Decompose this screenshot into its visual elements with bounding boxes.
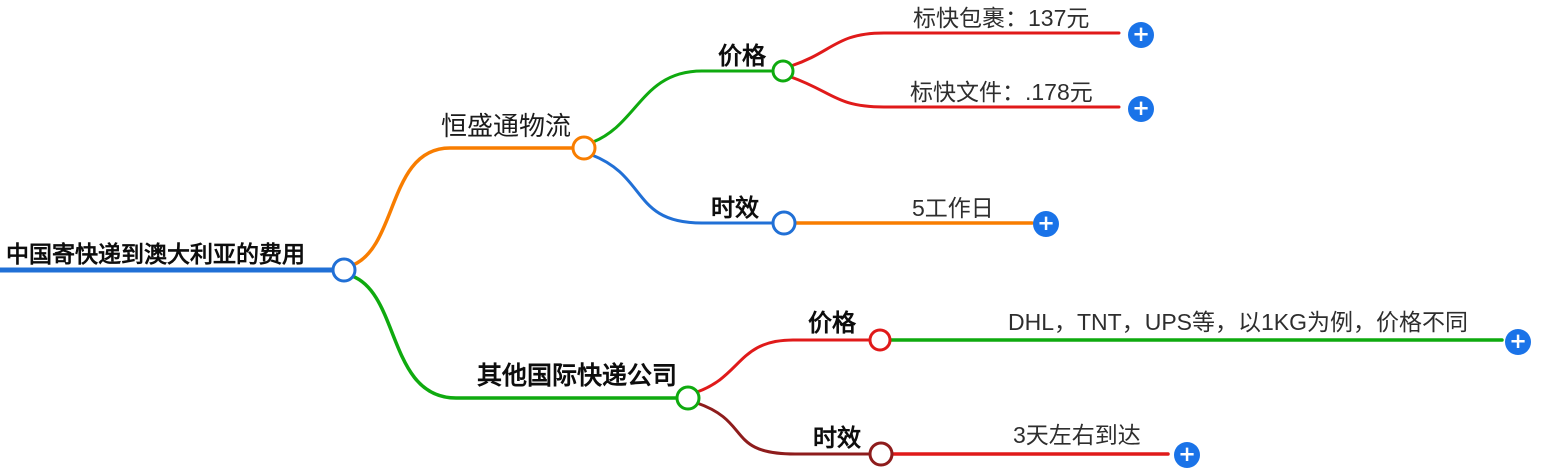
node-handle-root[interactable]	[331, 257, 357, 283]
node-label-3-days[interactable]: 3天左右到达	[1013, 422, 1141, 448]
add-child-button-3-days[interactable]: +	[1174, 442, 1200, 468]
node-label-branch2[interactable]: 其他国际快递公司	[477, 362, 678, 390]
node-handle-time1[interactable]	[771, 210, 797, 236]
node-label-branch1-price[interactable]: 价格	[718, 43, 766, 70]
node-handle-price2[interactable]	[868, 328, 892, 352]
node-label-branch1-time[interactable]: 时效	[711, 195, 759, 222]
node-label-dhl-price[interactable]: DHL，TNT，UPS等，以1KG为例，价格不同	[1008, 309, 1469, 335]
node-label-branch2-price[interactable]: 价格	[808, 310, 856, 337]
add-child-button-document[interactable]: +	[1128, 96, 1154, 122]
add-child-button-parcel[interactable]: +	[1128, 22, 1154, 48]
edge-root-to-branch1	[351, 146, 574, 267]
node-handle-branch2[interactable]	[675, 385, 701, 411]
edge-root-to-branch2	[350, 274, 678, 400]
add-child-button-dhl[interactable]: +	[1505, 329, 1531, 355]
plus-icon: +	[1509, 329, 1527, 353]
edge-price-to-document	[789, 75, 1121, 109]
node-label-5-workdays[interactable]: 5工作日	[912, 195, 994, 221]
edge-price-to-parcel	[789, 31, 1121, 68]
node-handle-price1[interactable]	[771, 59, 795, 83]
edge-branch1-to-time	[590, 153, 775, 225]
node-label-branch1[interactable]: 恒盛通物流	[441, 111, 572, 141]
node-label-branch2-time[interactable]: 时效	[813, 425, 861, 452]
node-handle-branch1[interactable]	[571, 135, 597, 161]
plus-icon: +	[1178, 442, 1196, 466]
node-label-document-price[interactable]: 标快文件：.178元	[910, 79, 1093, 105]
edge-branch2-to-price	[695, 338, 871, 394]
node-handle-time2[interactable]	[868, 441, 894, 467]
edge-branch2-to-time	[695, 401, 871, 456]
node-label-root[interactable]: 中国寄快递到澳大利亚的费用	[6, 241, 305, 267]
plus-icon: +	[1132, 22, 1150, 46]
edge-branch1-to-price	[591, 69, 773, 144]
plus-icon: +	[1132, 96, 1150, 120]
plus-icon: +	[1037, 211, 1055, 235]
add-child-button-5-workdays[interactable]: +	[1033, 211, 1059, 237]
node-label-parcel-price[interactable]: 标快包裹：137元	[913, 5, 1090, 31]
